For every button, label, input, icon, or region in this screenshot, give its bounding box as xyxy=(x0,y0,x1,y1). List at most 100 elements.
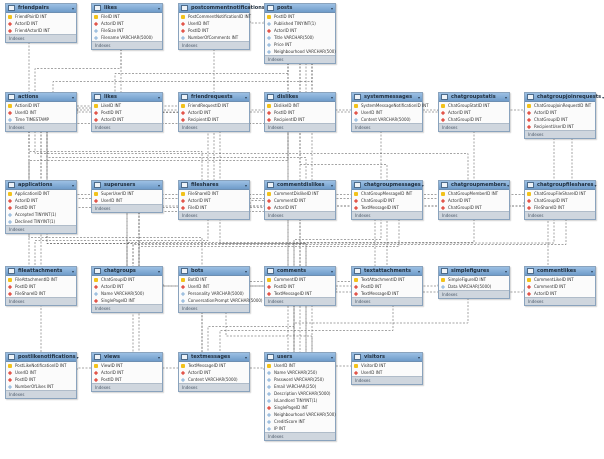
collapse-caret-icon[interactable]: ▾ xyxy=(590,268,593,274)
indexes-footer[interactable]: Indexes xyxy=(525,130,595,138)
indexes-footer[interactable]: Indexes xyxy=(265,297,335,305)
collapse-caret-icon[interactable]: ▾ xyxy=(330,94,333,100)
collapse-caret-icon[interactable]: ▾ xyxy=(330,268,333,274)
collapse-caret-icon[interactable]: ▾ xyxy=(602,94,604,100)
indexes-footer[interactable]: Indexes xyxy=(6,225,76,233)
collapse-caret-icon[interactable]: ▾ xyxy=(330,354,333,360)
table-header[interactable]: chatgroupmembers▾ xyxy=(439,181,509,190)
table-header[interactable]: likes▾ xyxy=(92,93,162,102)
table-header[interactable]: chatgroups▾ xyxy=(92,267,162,276)
collapse-caret-icon[interactable]: ▾ xyxy=(244,182,247,188)
collapse-caret-icon[interactable]: ▾ xyxy=(76,354,79,360)
collapse-caret-icon[interactable]: ▾ xyxy=(244,354,247,360)
collapse-caret-icon[interactable]: ▾ xyxy=(417,94,420,100)
collapse-caret-icon[interactable]: ▾ xyxy=(421,182,424,188)
indexes-footer[interactable]: Indexes xyxy=(6,297,76,305)
indexes-footer[interactable]: Indexes xyxy=(179,123,249,131)
indexes-footer[interactable]: Indexes xyxy=(525,297,595,305)
indexes-footer[interactable]: Indexes xyxy=(92,123,162,131)
indexes-footer[interactable]: Indexes xyxy=(352,211,422,219)
table-header[interactable]: systemmessages▾ xyxy=(352,93,422,102)
indexes-footer[interactable]: Indexes xyxy=(92,41,162,49)
collapse-caret-icon[interactable]: ▾ xyxy=(507,182,510,188)
indexes-footer[interactable]: Indexes xyxy=(525,211,595,219)
indexes-footer[interactable]: Indexes xyxy=(179,383,249,391)
table-systemmessages[interactable]: systemmessages▾SystemMessageNotification… xyxy=(351,92,429,132)
table-header[interactable]: dislikes▾ xyxy=(265,93,335,102)
table-header[interactable]: friendrequests▾ xyxy=(179,93,249,102)
collapse-caret-icon[interactable]: ▾ xyxy=(157,182,160,188)
table-header[interactable]: fileshares▾ xyxy=(179,181,249,190)
table-header[interactable]: applications▾ xyxy=(6,181,76,190)
collapse-caret-icon[interactable]: ▾ xyxy=(71,94,74,100)
table-header[interactable]: posts▾ xyxy=(265,4,335,13)
indexes-footer[interactable]: Indexes xyxy=(265,123,335,131)
indexes-footer[interactable]: Indexes xyxy=(439,290,509,298)
collapse-caret-icon[interactable]: ▾ xyxy=(417,354,420,360)
table-header[interactable]: chatgroupfileshares▾ xyxy=(525,181,597,190)
table-header[interactable]: superusers▾ xyxy=(92,181,162,190)
table-chatgroupjoinrequests[interactable]: chatgroupjoinrequests▾ChatGroupJoinReque… xyxy=(524,92,604,139)
collapse-caret-icon[interactable]: ▾ xyxy=(157,94,160,100)
indexes-footer[interactable]: Indexes xyxy=(352,376,422,384)
table-header[interactable]: actions▾ xyxy=(6,93,76,102)
collapse-caret-icon[interactable]: ▾ xyxy=(504,94,507,100)
indexes-footer[interactable]: Indexes xyxy=(179,304,249,312)
collapse-caret-icon[interactable]: ▾ xyxy=(504,268,507,274)
indexes-footer[interactable]: Indexes xyxy=(92,383,162,391)
collapse-caret-icon[interactable]: ▾ xyxy=(157,354,160,360)
indexes-footer[interactable]: Indexes xyxy=(265,432,335,440)
indexes-footer[interactable]: Indexes xyxy=(439,123,509,131)
table-header[interactable]: textmessages▾ xyxy=(179,353,249,362)
table-postlikenotifications[interactable]: postlikenotifications▾PostLikeNotificati… xyxy=(5,352,79,399)
table-header[interactable]: fileattachments▾ xyxy=(6,267,76,276)
table-chatgroupmessages[interactable]: chatgroupmessages▾ChatGroupMessageID INT… xyxy=(351,180,424,220)
table-header[interactable]: views▾ xyxy=(92,353,162,362)
collapse-caret-icon[interactable]: ▾ xyxy=(71,268,74,274)
collapse-caret-icon[interactable]: ▾ xyxy=(244,268,247,274)
table-header[interactable]: bots▾ xyxy=(179,267,249,276)
indexes-footer[interactable]: Indexes xyxy=(352,297,422,305)
indexes-footer[interactable]: Indexes xyxy=(265,55,335,63)
collapse-caret-icon[interactable]: ▾ xyxy=(244,94,247,100)
table-header[interactable]: simplefigures▾ xyxy=(439,267,509,276)
indexes-footer[interactable]: Indexes xyxy=(179,211,249,219)
collapse-caret-icon[interactable]: ▾ xyxy=(330,182,333,188)
table-header[interactable]: commentdislikes▾ xyxy=(265,181,335,190)
table-header[interactable]: friendpairs▾ xyxy=(6,4,76,13)
table-header[interactable]: chatgroupjoinrequests▾ xyxy=(525,93,604,102)
collapse-caret-icon[interactable]: ▾ xyxy=(330,5,333,11)
indexes-footer[interactable]: Indexes xyxy=(92,304,162,312)
collapse-caret-icon[interactable]: ▾ xyxy=(157,5,160,11)
collapse-caret-icon[interactable]: ▾ xyxy=(157,268,160,274)
indexes-footer[interactable]: Indexes xyxy=(6,34,76,42)
table-header[interactable]: postcommentnotifications▾ xyxy=(179,4,268,13)
indexes-footer[interactable]: Indexes xyxy=(439,211,509,219)
indexes-footer[interactable]: Indexes xyxy=(6,123,76,131)
collapse-caret-icon[interactable]: ▾ xyxy=(417,268,420,274)
table-header[interactable]: visitors▾ xyxy=(352,353,422,362)
indexes-footer[interactable]: Indexes xyxy=(92,204,162,212)
collapse-caret-icon[interactable]: ▾ xyxy=(594,182,597,188)
